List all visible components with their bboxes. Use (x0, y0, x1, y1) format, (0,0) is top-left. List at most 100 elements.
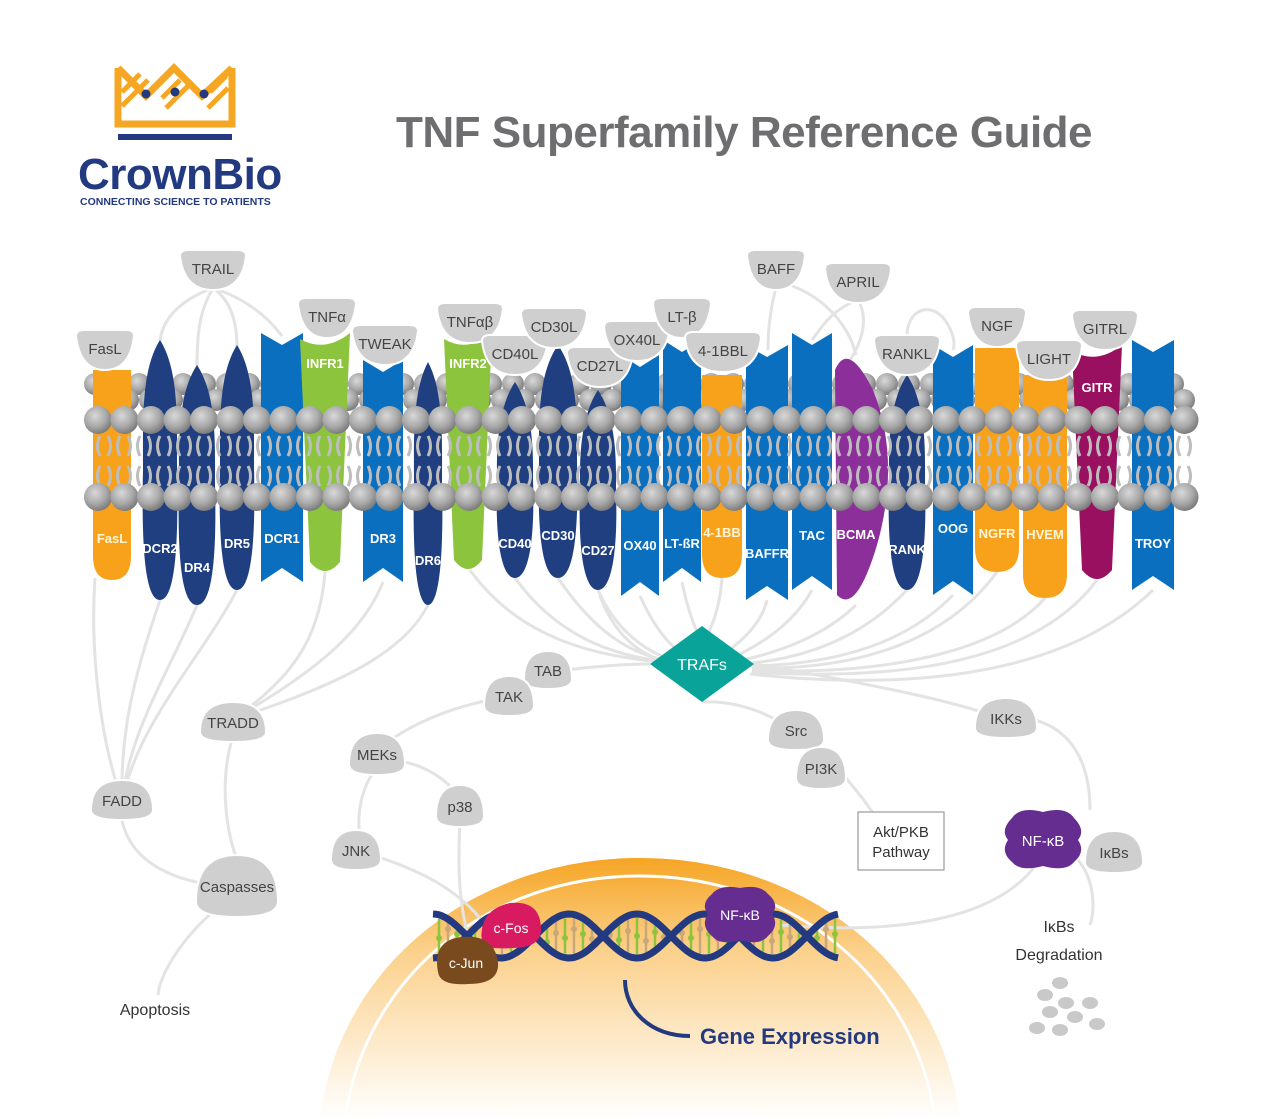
node-p38[interactable]: p38 (434, 783, 486, 829)
node-shape (434, 783, 486, 829)
node-jnk[interactable]: JNK (329, 828, 383, 872)
lipid-tail (636, 435, 642, 457)
lipid-tail (226, 435, 232, 457)
ligand-cd40l[interactable]: CD40L (480, 334, 550, 377)
lipid-tail (286, 435, 292, 457)
lipid-head (746, 483, 775, 511)
lipid-tail (266, 435, 272, 457)
lipid-tail (166, 435, 172, 457)
ligand-41bbl[interactable]: 4-1BBL (683, 331, 763, 374)
lipid-head (1117, 483, 1146, 511)
receptor-ltr[interactable]: LT-ßR (663, 340, 701, 582)
connector-line (739, 588, 909, 666)
lipid-head (269, 406, 298, 434)
receptor-infr2[interactable]: INFR2 (444, 333, 492, 569)
receptor-label: TROY (1135, 536, 1171, 551)
node-label: Caspasses (200, 879, 274, 896)
receptor-cd30[interactable]: CD30 (538, 345, 578, 578)
ligand-tweak[interactable]: TWEAK (350, 324, 420, 367)
receptor-tac[interactable]: TAC (792, 333, 832, 590)
lipid-head (667, 406, 695, 434)
receptor-dcr2[interactable]: DCR2 (142, 340, 178, 600)
base-node (571, 926, 577, 932)
lipid-head (720, 406, 748, 434)
ligand-cd30l[interactable]: CD30L (519, 307, 589, 350)
receptor-ngfr[interactable]: NGFR (975, 348, 1019, 572)
lipid-tail (1156, 435, 1162, 457)
ligand-baff[interactable]: BAFF (745, 249, 807, 292)
ligand-fasl[interactable]: FasL (74, 329, 136, 372)
lipid-tail (316, 435, 322, 457)
node-label: NF-κB (1022, 833, 1065, 850)
ligand-april[interactable]: APRIL (823, 262, 893, 305)
trafs-hub[interactable]: TRAFs (650, 626, 754, 702)
ligand-gitrl[interactable]: GITRL (1070, 309, 1140, 352)
lipid-head (587, 483, 616, 511)
ligand-trail[interactable]: TRAIL (178, 249, 248, 292)
receptor-dcr1[interactable]: DCR1 (261, 333, 303, 582)
receptor-infr1[interactable]: INFR1 (300, 333, 350, 571)
node-pi3k[interactable]: PI3K (794, 745, 848, 791)
ligand-ngf[interactable]: NGF (966, 306, 1028, 349)
ligand-cd27l[interactable]: CD27L (565, 346, 635, 389)
lipid-tail (776, 465, 782, 487)
receptor-gitr[interactable]: GITR (1072, 345, 1122, 579)
lipid-head (852, 483, 881, 511)
base-node (697, 926, 703, 932)
node-caspases[interactable]: Caspasses (194, 853, 280, 919)
node-shape (704, 886, 776, 943)
lipid-tail (236, 435, 242, 457)
lipid-tail (576, 465, 582, 487)
node-tak[interactable]: TAK (482, 674, 536, 718)
connector-line (749, 588, 1155, 682)
lipid-head-back (128, 373, 150, 395)
lipid-tail (766, 465, 772, 487)
ligand-tnf[interactable]: TNFαβ (435, 302, 505, 345)
ligand-label: OX40L (614, 332, 661, 349)
ligand-label: CD27L (577, 358, 624, 375)
node-nfkb-dna[interactable]: NF-κB (704, 886, 776, 943)
ligand-tnf[interactable]: TNFα (296, 297, 358, 340)
lipid-tail (806, 435, 812, 457)
node-label: Src (785, 723, 808, 740)
lipid-tail (256, 435, 262, 457)
receptor-troy[interactable]: TROY (1132, 340, 1174, 590)
lipid-tail (1136, 435, 1142, 457)
lipid-tail (946, 435, 952, 457)
node-tab[interactable]: TAB (522, 649, 574, 691)
node-cjun[interactable]: c-Jun (437, 936, 499, 985)
lipid-tail (556, 465, 562, 487)
lipid-tail (156, 435, 162, 457)
node-cfos[interactable]: c-Fos (481, 902, 542, 949)
ligand-ox40l[interactable]: OX40L (602, 320, 672, 363)
lipid-tail (476, 465, 482, 487)
lipid-tail (506, 435, 512, 457)
ligand-shape (651, 297, 713, 340)
lipid-head (110, 406, 139, 434)
lipid-tail (506, 465, 512, 487)
lipid-tail (756, 435, 762, 457)
base-node (445, 926, 451, 932)
lipid-head (958, 406, 987, 434)
ligand-light[interactable]: LIGHT (1014, 339, 1084, 382)
gene-expression-label: Gene Expression (700, 1024, 880, 1049)
node-fadd[interactable]: FADD (89, 778, 155, 822)
lipid-tail (96, 435, 102, 457)
lipid-tail (1166, 435, 1172, 457)
node-meks[interactable]: MEKs (347, 731, 407, 777)
lipid-head (243, 483, 271, 511)
receptor-ox40[interactable]: OX40 (621, 355, 659, 596)
lipid-tail (436, 435, 442, 457)
node-nfkb[interactable]: NF-κB (1004, 810, 1082, 869)
ligand-rankl[interactable]: RANKL (872, 334, 942, 377)
node-src[interactable]: Src (766, 708, 826, 752)
lipid-tail (686, 465, 692, 487)
ligand-lt[interactable]: LT-β (651, 297, 713, 340)
node-ikks[interactable]: IKKs (973, 696, 1039, 740)
ligand-label: TRAIL (192, 261, 235, 278)
node-tradd[interactable]: TRADD (198, 700, 268, 744)
lipid-tail (1096, 435, 1102, 457)
node-ikbs[interactable]: IκBs (1083, 829, 1145, 875)
base-node (652, 929, 658, 935)
lipid-tail (586, 465, 592, 487)
